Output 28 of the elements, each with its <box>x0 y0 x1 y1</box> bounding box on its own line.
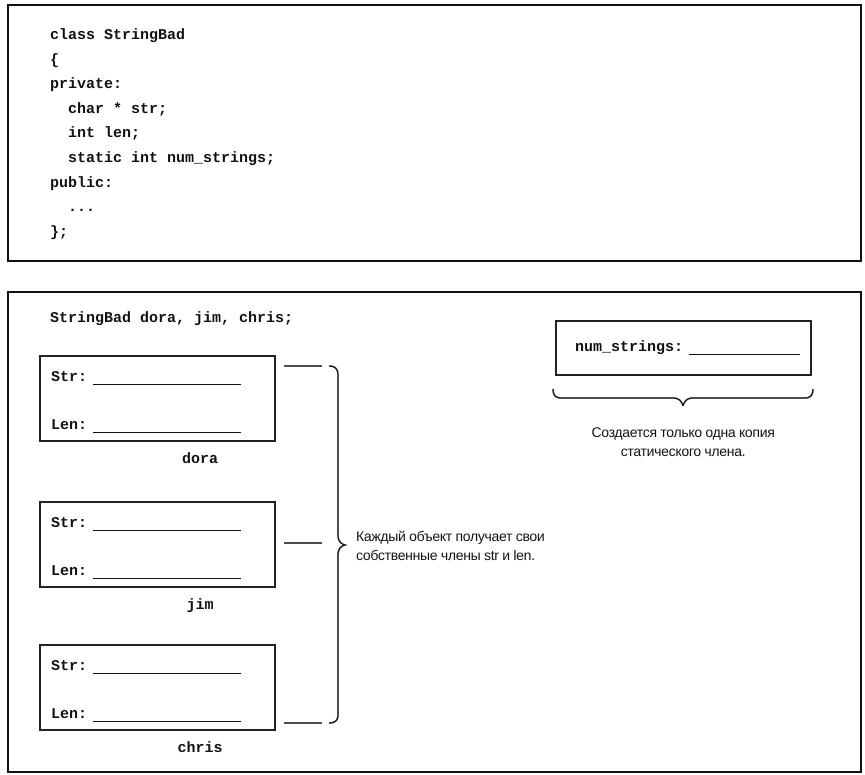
code-line: StringBad dora, jim, chris; <box>50 310 294 328</box>
object-name: dora <box>182 451 218 469</box>
note-text: Создается только одна копия статического члена. <box>590 423 776 461</box>
object-name: jim <box>186 597 214 615</box>
field-label: Len: <box>51 706 88 724</box>
static-member-box <box>555 320 812 376</box>
note-text: Каждый объект получает свои собственные члены str и len. <box>356 527 546 565</box>
object-box <box>39 501 276 588</box>
field-label: Len: <box>51 563 88 581</box>
field-label: num_strings: <box>575 339 684 357</box>
object-box <box>39 644 276 731</box>
code-line: int len; <box>68 125 140 144</box>
field-label: Str: <box>51 369 88 387</box>
code-panel <box>7 291 862 773</box>
code-line: { <box>50 52 60 70</box>
object-box <box>39 355 276 442</box>
code-line: char * str; <box>68 100 168 119</box>
field-label: Str: <box>51 515 88 533</box>
field-label: Str: <box>51 658 88 676</box>
field-label: Len: <box>51 417 88 435</box>
code-line: public: <box>50 174 114 193</box>
object-name: chris <box>178 740 222 758</box>
code-line: }; <box>50 224 68 242</box>
code-panel <box>7 4 862 262</box>
code-line: static int num_strings; <box>68 150 276 168</box>
code-line: class StringBad <box>50 27 186 45</box>
code-line: private: <box>50 76 122 94</box>
code-line: ... <box>68 199 96 218</box>
